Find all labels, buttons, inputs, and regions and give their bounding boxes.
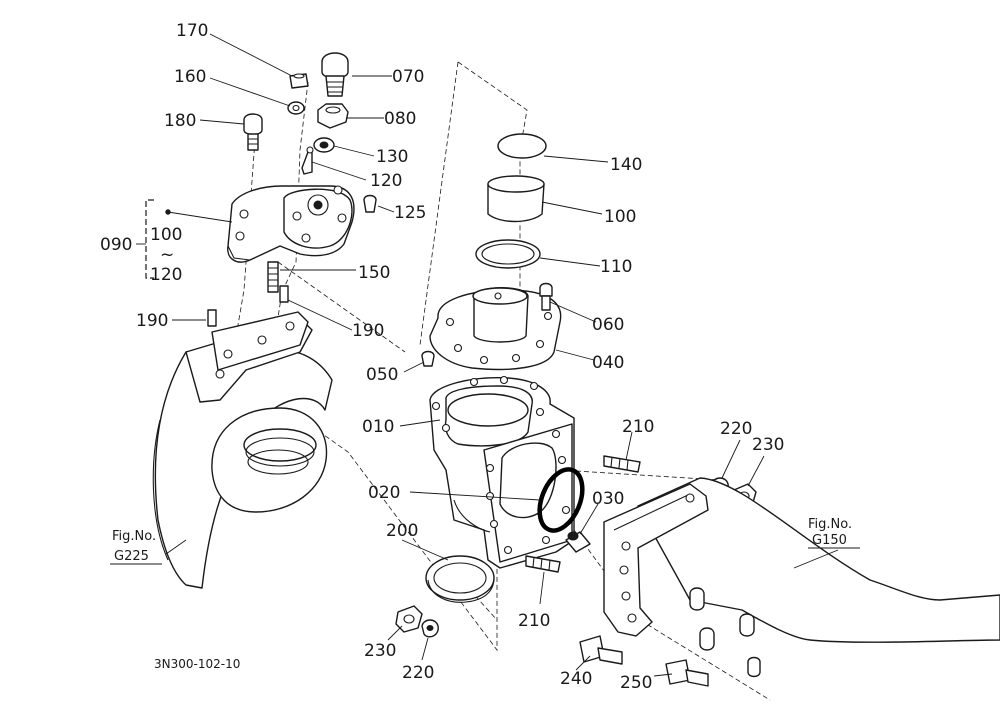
label-100-range-start: 100 [150,225,182,245]
right-axle-tube [603,477,1000,678]
fig-ref-left-number: G225 [114,549,149,564]
label-220-right: 220 [720,419,752,439]
bushing-030 [565,531,591,553]
label-110: 110 [600,257,632,277]
label-090: 090 [100,235,132,255]
label-170: 170 [176,21,208,41]
lower-bolts [579,635,709,687]
drawing-code: 3N300-102-10 [154,657,240,671]
label-010: 010 [362,417,394,437]
label-100-right: 100 [604,207,636,227]
label-180: 180 [164,111,196,131]
bracket-090-group [136,199,171,279]
oil-seal-200 [425,555,495,603]
fig-ref-left-caption: Fig.No. [112,529,156,544]
fig-ref-right-number: G150 [812,533,847,548]
label-070: 070 [392,67,424,87]
label-120-top: 120 [370,171,402,191]
left-axle-housing [152,311,333,589]
fig-ref-right-caption: Fig.No. [808,517,852,532]
label-range-tilde: ~ [160,245,174,265]
label-210-bottom: 210 [518,611,550,631]
label-040: 040 [592,353,624,373]
part-labels: 170 160 180 070 080 130 120 125 090 100 … [100,21,784,693]
knuckle-case [429,375,575,569]
leader-lines [110,33,860,677]
label-020: 020 [368,483,400,503]
label-125: 125 [394,203,426,223]
label-080: 080 [384,109,416,129]
label-200: 200 [386,521,418,541]
kingpin-flange [421,282,562,371]
label-250: 250 [620,673,652,693]
label-160: 160 [174,67,206,87]
figure-references: Fig.No. G225 Fig.No. G150 [112,517,852,564]
label-050: 050 [366,365,398,385]
label-190-right: 190 [352,321,384,341]
label-130: 130 [376,147,408,167]
label-210-top: 210 [622,417,654,437]
label-140: 140 [610,155,642,175]
label-230-bottom: 230 [364,641,396,661]
label-030: 030 [592,489,624,509]
label-120-range-end: 120 [150,265,182,285]
upper-hardware [207,52,377,327]
label-150: 150 [358,263,390,283]
label-060: 060 [592,315,624,335]
label-220-bottom: 220 [402,663,434,683]
lower-left-hardware [395,605,439,638]
o-ring-highlight [537,467,585,533]
steering-arm [227,185,355,263]
label-240: 240 [560,669,592,689]
studs-210 [525,455,641,573]
kingpin-stack [475,133,547,269]
label-230-right: 230 [752,435,784,455]
label-190-left: 190 [136,311,168,331]
